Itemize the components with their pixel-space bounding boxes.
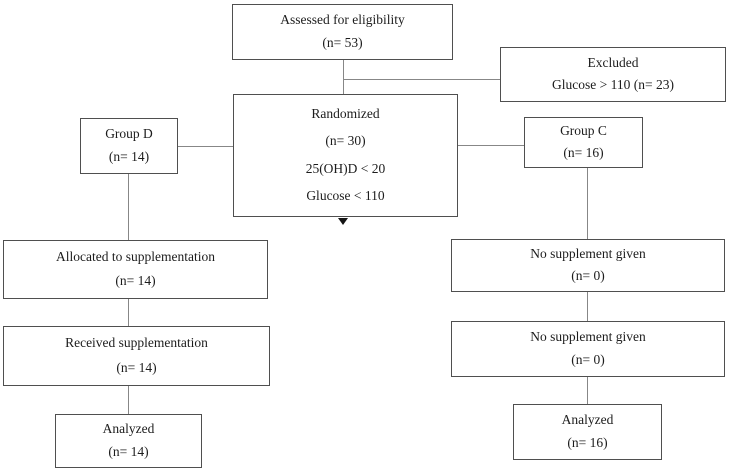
box-count: (n= 53): [322, 35, 363, 51]
connector-received-to-analyzed: [128, 386, 129, 414]
box-no-supplement-given-1: No supplement given (n= 0): [451, 239, 725, 292]
box-group-d: Group D (n= 14): [80, 118, 178, 174]
box-line: Analyzed: [561, 412, 614, 428]
box-line: Allocated to supplementation: [56, 249, 215, 265]
box-line: Analyzed: [102, 421, 155, 437]
connector-branch-to-excluded: [343, 79, 500, 80]
box-line: Received supplementation: [65, 335, 208, 351]
connector-groupd-to-randomized: [178, 146, 233, 147]
box-count: (n= 14): [116, 359, 157, 375]
connector-nosupplement1-to-2: [587, 292, 588, 321]
box-group-c: Group C (n= 16): [524, 117, 643, 168]
box-line: Assessed for eligibility: [280, 12, 405, 28]
box-count: (n= 0): [571, 352, 605, 368]
box-received-supplementation: Received supplementation (n= 14): [3, 326, 270, 386]
connector-nosupplement2-to-analyzed: [587, 377, 588, 404]
connector-groupc-to-nosupplement: [587, 168, 588, 239]
box-count: (n= 16): [563, 144, 604, 160]
connector-randomized-to-groupc: [458, 145, 524, 146]
box-line: Randomized: [311, 106, 380, 122]
box-count: (n= 14): [115, 273, 156, 289]
box-criterion: 25(OH)D < 20: [305, 160, 386, 176]
box-count: (n= 16): [567, 435, 608, 451]
box-line: No supplement given: [530, 329, 646, 345]
down-arrowhead-icon: [338, 218, 348, 225]
box-line: Group D: [105, 126, 153, 142]
box-count: (n= 14): [108, 149, 150, 165]
box-line: No supplement given: [530, 246, 646, 262]
connector-allocated-to-received: [128, 299, 129, 326]
box-criterion: Glucose < 110: [306, 187, 385, 203]
connector-assessed-to-randomized: [343, 60, 344, 94]
box-count: (n= 30): [325, 133, 366, 149]
box-no-supplement-given-2: No supplement given (n= 0): [451, 321, 725, 377]
box-randomized: Randomized (n= 30) 25(OH)D < 20 Glucose …: [233, 94, 458, 217]
box-analyzed-group-d: Analyzed (n= 14): [55, 414, 202, 468]
box-excluded: Excluded Glucose > 110 (n= 23): [500, 47, 726, 102]
box-analyzed-group-c: Analyzed (n= 16): [513, 404, 662, 460]
box-allocated-to-supplementation: Allocated to supplementation (n= 14): [3, 240, 268, 299]
box-count: (n= 0): [571, 268, 605, 284]
box-line: Excluded: [587, 54, 639, 70]
box-count: (n= 14): [108, 443, 149, 459]
connector-groupd-to-allocated: [128, 174, 129, 240]
box-line: Group C: [560, 123, 607, 139]
box-assessed-for-eligibility: Assessed for eligibility (n= 53): [232, 4, 453, 60]
box-count: Glucose > 110 (n= 23): [552, 77, 674, 93]
